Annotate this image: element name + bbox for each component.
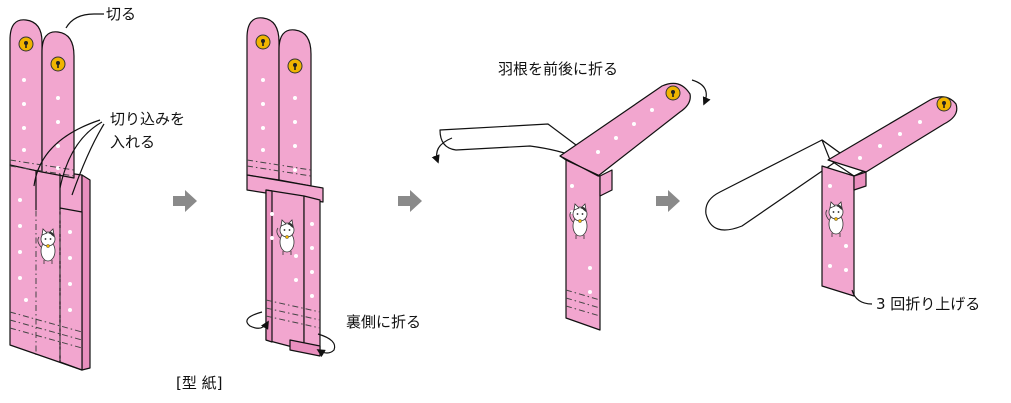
fold-three-leader-line — [851, 289, 873, 305]
fold-wings-label: 羽根を前後に折る — [498, 60, 618, 78]
slit-leader-line-3 — [71, 123, 105, 196]
cut-label: 切る — [106, 5, 136, 23]
slit-label-line1: 切り込みを — [110, 110, 185, 128]
curved-arrow-icon — [691, 79, 711, 106]
fold-back-label: 裏側に折る — [346, 313, 421, 331]
fold-three-label: 3 回折り上げる — [876, 295, 980, 313]
slit-label-line2: 入れる — [110, 133, 155, 151]
right-arrow-icon — [656, 190, 680, 212]
right-arrow-icon — [398, 190, 422, 212]
figure-step-3 — [439, 82, 691, 331]
cut-leader-line — [65, 13, 104, 29]
curved-arrow-icon — [246, 311, 269, 330]
right-arrow-icon — [173, 190, 197, 212]
pattern-holes — [18, 78, 72, 312]
figure-step-2 — [246, 17, 324, 357]
figure-step-4 — [705, 96, 958, 297]
pattern-label: [型 紙] — [176, 374, 222, 392]
curved-arrow-icon — [316, 333, 336, 358]
slit-leader-line-1 — [33, 119, 101, 187]
curved-arrow-icon — [431, 137, 453, 164]
slit-leader-line-2 — [59, 121, 103, 189]
figure-pattern — [9, 19, 91, 371]
